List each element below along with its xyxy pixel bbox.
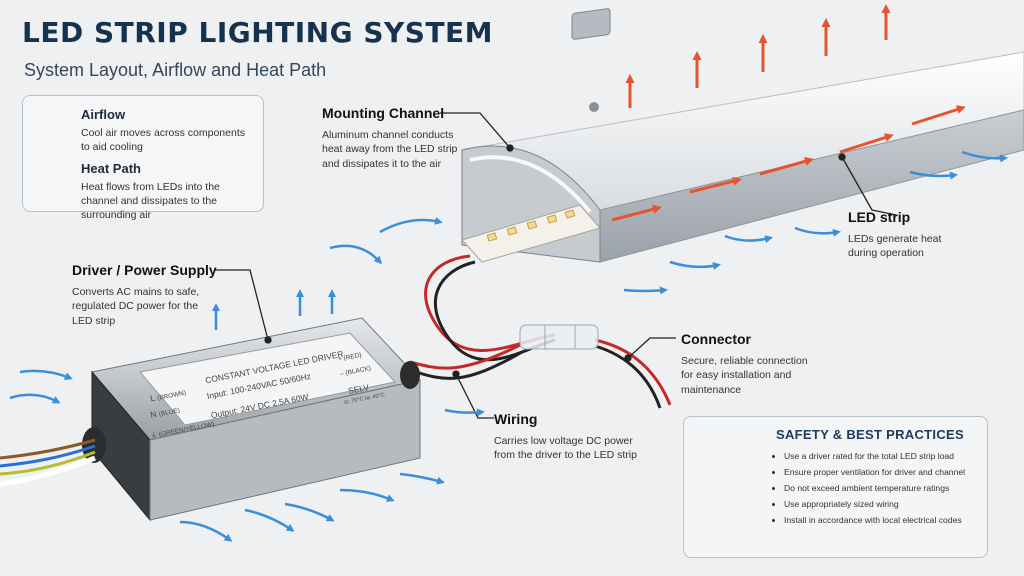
callout-connector: Connector Secure, reliable connection fo… xyxy=(681,330,821,398)
callout-driver: Driver / Power Supply Converts AC mains … xyxy=(72,261,217,329)
safety-item: Install in accordance with local electri… xyxy=(784,515,994,525)
page-title: LED STRIP LIGHTING SYSTEM xyxy=(22,16,494,49)
leader-lines xyxy=(214,112,897,419)
safety-list: Use a driver rated for the total LED str… xyxy=(770,451,994,531)
legend-heat-title: Heat Path xyxy=(81,161,141,176)
legend-airflow-title: Airflow xyxy=(81,107,126,122)
callout-wiring-text: Carries low voltage DC power from the dr… xyxy=(494,434,637,462)
driver-box xyxy=(82,317,421,522)
callout-driver-text: Converts AC mains to safe, regulated DC … xyxy=(72,285,200,327)
safety-panel: SAFETY & BEST PRACTICES Use a driver rat… xyxy=(683,416,988,558)
connector xyxy=(519,324,599,350)
callout-mounting-channel: Mounting Channel Aluminum channel conduc… xyxy=(322,104,472,172)
legend-heat-text: Heat flows from LEDs into the channel an… xyxy=(81,180,220,221)
callout-connector-title: Connector xyxy=(681,331,751,347)
driver-plus: + xyxy=(337,355,343,364)
heat-arrows xyxy=(611,4,966,222)
legend-airflow: Airflow Cool air moves across components… xyxy=(81,106,251,154)
safety-item: Use a driver rated for the total LED str… xyxy=(784,451,994,461)
airflow-arrows xyxy=(9,150,1008,542)
driver-l: L xyxy=(149,392,156,404)
legend-box: Airflow Cool air moves across components… xyxy=(22,95,264,221)
callout-led-strip: LED strip LEDs generate heat during oper… xyxy=(848,208,968,261)
driver-n: N xyxy=(149,408,158,420)
callout-wiring: Wiring Carries low voltage DC power from… xyxy=(494,410,654,463)
callout-connector-text: Secure, reliable connection for easy ins… xyxy=(681,354,808,396)
safety-title: SAFETY & BEST PRACTICES xyxy=(776,427,964,442)
legend-airflow-text: Cool air moves across components to aid … xyxy=(81,126,245,153)
callout-led-text: LEDs generate heat during operation xyxy=(848,232,942,260)
callout-wiring-title: Wiring xyxy=(494,411,538,427)
safety-item: Use appropriately sized wiring xyxy=(784,499,994,509)
legend-heat: Heat Path Heat flows from LEDs into the … xyxy=(81,160,259,222)
driver-minus: – xyxy=(339,370,345,378)
page-subtitle: System Layout, Airflow and Heat Path xyxy=(24,60,327,80)
callout-mounting-text: Aluminum channel conducts heat away from… xyxy=(322,128,458,170)
safety-item: Do not exceed ambient temperature rating… xyxy=(784,483,994,493)
led-strip xyxy=(461,204,601,263)
input-cables xyxy=(0,438,96,487)
callout-mounting-title: Mounting Channel xyxy=(322,105,445,121)
safety-item: Ensure proper ventilation for driver and… xyxy=(784,467,994,477)
callout-led-title: LED strip xyxy=(848,209,911,225)
callout-driver-title: Driver / Power Supply xyxy=(72,262,217,278)
